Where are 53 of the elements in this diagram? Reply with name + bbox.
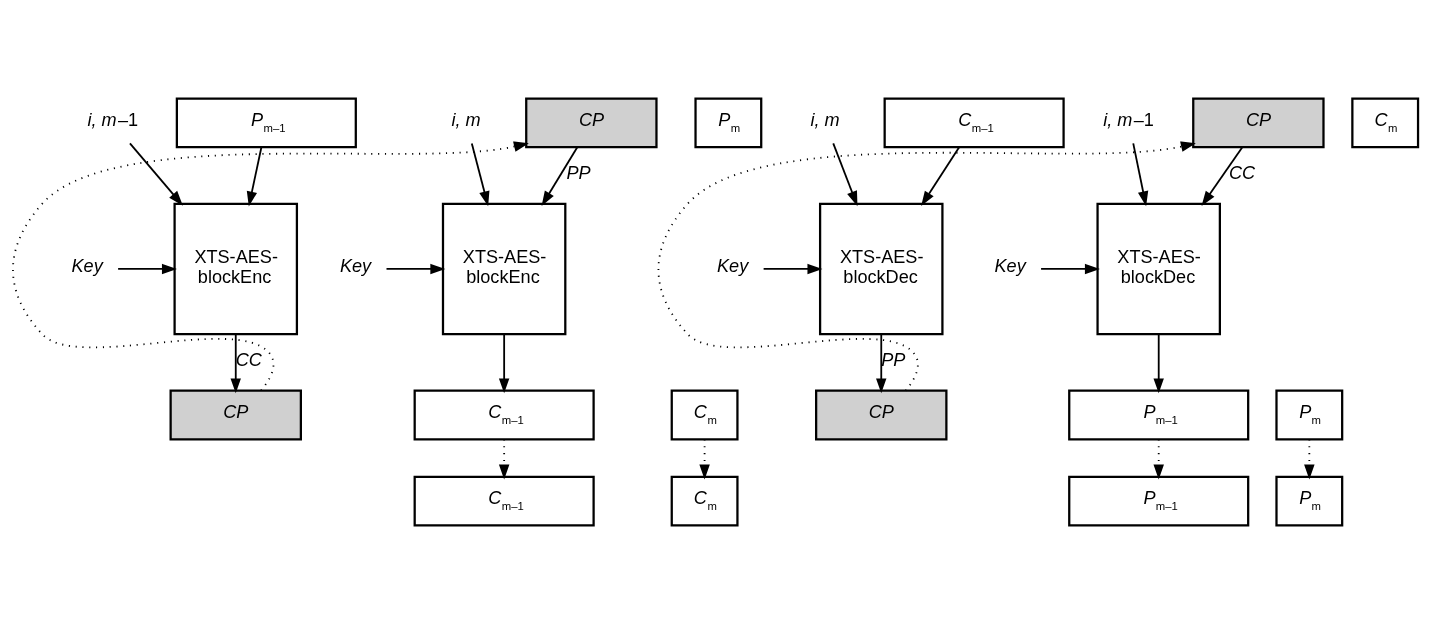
arrow — [832, 142, 858, 206]
arrow — [1304, 438, 1315, 479]
node-box: CP — [815, 389, 948, 441]
arrow — [876, 333, 887, 393]
arrow — [470, 142, 490, 206]
arrow — [1132, 142, 1149, 206]
edge-label: PP — [881, 349, 906, 370]
arrow — [1040, 263, 1100, 274]
node-text: i, m — [451, 109, 481, 130]
node-box: P$_{m}$ — [1275, 475, 1344, 527]
arrow — [921, 146, 960, 206]
node-text: Key — [71, 255, 103, 276]
arrow — [129, 142, 183, 206]
edge-label: CC — [1228, 162, 1256, 183]
edge-label: PP — [566, 162, 591, 183]
node-text: i, m–1 — [87, 109, 139, 130]
arrow — [246, 146, 263, 206]
node-text: Key — [339, 255, 372, 276]
node-box: P$_{m}$ — [1275, 389, 1344, 441]
node-box: XTS-AES- blockEnc — [441, 202, 567, 335]
node-box: C$_{m}$ — [1351, 96, 1420, 148]
node-box: P$_{m–1}$ — [1068, 475, 1250, 527]
node-box: XTS-AES- blockDec — [1096, 202, 1221, 335]
node-box: C$_{m}$ — [670, 475, 739, 527]
node-box: P$_{m}$ — [694, 96, 763, 148]
arrow — [498, 333, 510, 393]
node-text: i, m — [810, 109, 840, 130]
arrow — [498, 438, 510, 479]
node-box: C$_{m–1}$ — [883, 96, 1065, 148]
arrow — [117, 263, 177, 274]
node-box: CP — [169, 389, 302, 441]
arrow — [541, 146, 579, 206]
arrow — [1201, 146, 1244, 206]
arrow — [230, 333, 241, 393]
node-box: C$_{m}$ — [670, 389, 739, 441]
arrow — [12, 140, 529, 391]
node-box: XTS-AES- blockDec — [819, 202, 944, 335]
node-box: P$_{m–1}$ — [1068, 389, 1250, 441]
node-box: CP — [525, 96, 658, 148]
arrow — [1153, 333, 1164, 393]
node-box: XTS-AES- blockEnc — [173, 202, 299, 335]
node-box: C$_{m–1}$ — [413, 475, 595, 527]
arrow — [699, 438, 710, 479]
arrow — [385, 263, 446, 274]
node-box: CP — [1192, 96, 1325, 148]
node-text: Key — [994, 255, 1026, 276]
node-box: P$_{m–1}$ — [175, 96, 357, 148]
arrow — [1153, 438, 1164, 479]
arrow — [762, 263, 823, 274]
arrow — [657, 140, 1196, 392]
node-box: C$_{m–1}$ — [413, 389, 595, 441]
node-text: i, m–1 — [1103, 109, 1154, 130]
node-text: Key — [717, 255, 749, 276]
